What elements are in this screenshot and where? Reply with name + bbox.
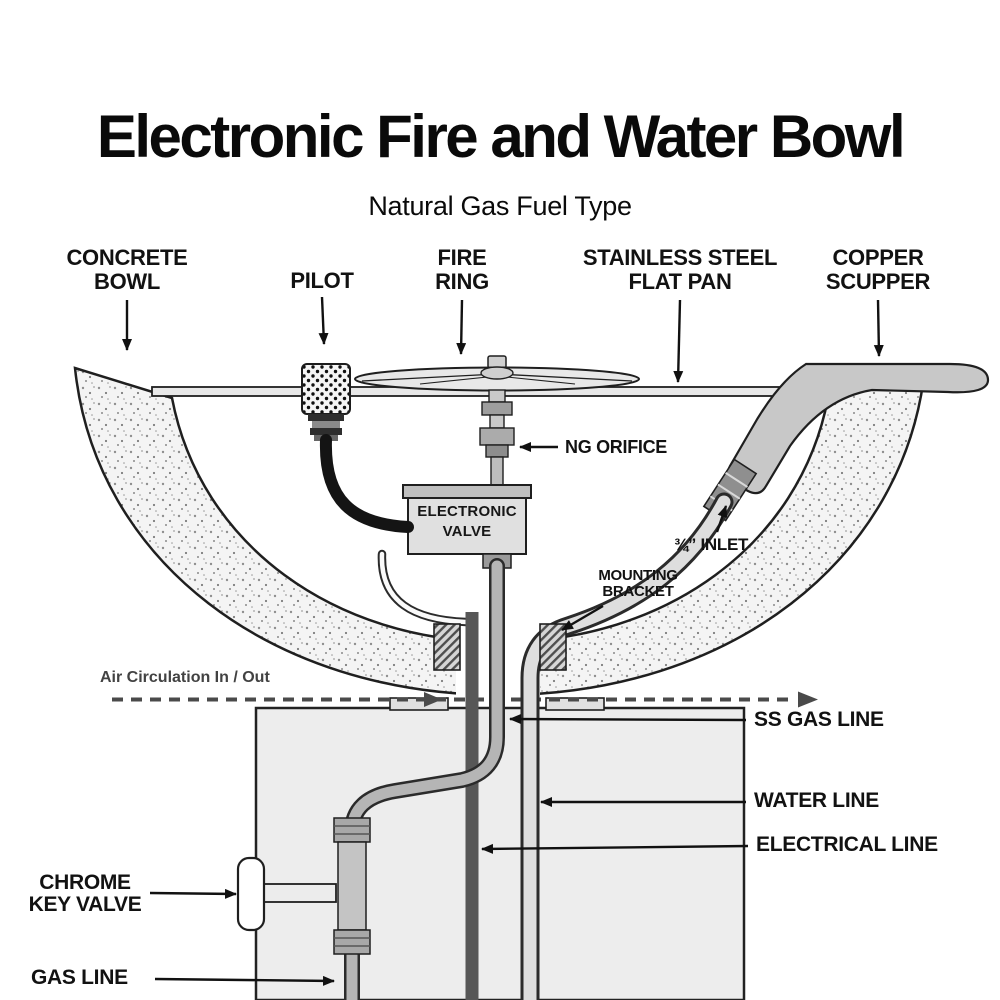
callout-air-circulation-line1: Air Circulation In / Out bbox=[100, 669, 270, 686]
callout-copper-scupper-line2: SCUPPER bbox=[825, 268, 931, 294]
callout-chrome-key-valve-line1: CHROME bbox=[39, 871, 131, 894]
pilot-wire-tube bbox=[377, 549, 471, 627]
page-subtitle: Natural Gas Fuel Type bbox=[368, 191, 632, 221]
ng-orifice-stack bbox=[479, 389, 515, 488]
callout-ng-orifice-line1: NG ORIFICE bbox=[565, 437, 668, 457]
callout-ng-orifice: NG ORIFICE bbox=[565, 437, 705, 457]
callout-mounting-bracket-line1: MOUNTING bbox=[598, 567, 678, 584]
pilot-gas-pipe bbox=[319, 434, 414, 533]
callout-water-line-line1: WATER LINE bbox=[754, 789, 879, 812]
mounting-bracket bbox=[433, 623, 567, 671]
callout-pilot: PILOT bbox=[262, 269, 382, 293]
callout-chrome-key-valve: CHROME KEY VALVE bbox=[18, 871, 152, 917]
callout-copper-scupper: COPPER SCUPPER bbox=[803, 246, 953, 293]
callout-stainless-flat-pan-line2: FLAT PAN bbox=[628, 268, 732, 294]
callout-concrete-bowl-line1: CONCRETE bbox=[66, 245, 188, 270]
callout-electrical-line-line1: ELECTRICAL LINE bbox=[756, 833, 938, 856]
electronic-valve-label-line1: ELECTRONIC bbox=[417, 503, 517, 520]
electronic-valve bbox=[402, 484, 532, 569]
page-title: Electronic Fire and Water Bowl bbox=[96, 103, 906, 170]
callout-gas-line-line1: GAS LINE bbox=[31, 966, 128, 989]
copper-scupper bbox=[726, 362, 990, 495]
callout-mounting-bracket: MOUNTING BRACKET bbox=[583, 567, 693, 601]
callout-fire-ring-line2: RING bbox=[435, 268, 489, 294]
water-line-pipe bbox=[520, 492, 734, 1000]
callout-ss-gas-line: SS GAS LINE bbox=[754, 708, 954, 731]
callout-mounting-bracket-line2: BRACKET bbox=[602, 583, 674, 601]
gas-line-pipe bbox=[344, 558, 505, 1000]
callout-pilot-line1: PILOT bbox=[290, 268, 354, 293]
chrome-key-valve-escutcheon bbox=[236, 856, 266, 932]
callout-fire-ring: FIRE RING bbox=[407, 246, 517, 293]
electronic-valve-label-line2: VALVE bbox=[442, 523, 492, 541]
callout-copper-scupper-line1: COPPER bbox=[832, 245, 924, 270]
callout-chrome-key-valve-line2: KEY VALVE bbox=[28, 893, 142, 917]
chrome-key-valve-body bbox=[263, 817, 371, 955]
electronic-valve-label: ELECTRONIC VALVE bbox=[409, 502, 525, 543]
fire-ring bbox=[354, 355, 640, 392]
callout-concrete-bowl-line2: BOWL bbox=[93, 268, 160, 294]
callout-inlet: ¾” INLET bbox=[674, 535, 784, 554]
callout-stainless-flat-pan: STAINLESS STEEL FLAT PAN bbox=[568, 246, 792, 293]
callout-ss-gas-line-line1: SS GAS LINE bbox=[754, 708, 884, 731]
callout-stainless-flat-pan-line1: STAINLESS STEEL bbox=[582, 245, 778, 270]
callout-gas-line: GAS LINE bbox=[31, 966, 181, 989]
callout-water-line: WATER LINE bbox=[754, 789, 954, 812]
callout-air-circulation: Air Circulation In / Out bbox=[100, 669, 360, 686]
callout-electrical-line: ELECTRICAL LINE bbox=[756, 833, 976, 856]
callout-concrete-bowl: CONCRETE BOWL bbox=[47, 246, 207, 293]
air-circulation-line bbox=[112, 691, 818, 708]
callout-fire-ring-line1: FIRE bbox=[437, 245, 487, 270]
pilot-assembly bbox=[301, 363, 351, 441]
callout-arrows bbox=[122, 296, 884, 986]
callout-inlet-line1: ¾” INLET bbox=[674, 535, 749, 554]
